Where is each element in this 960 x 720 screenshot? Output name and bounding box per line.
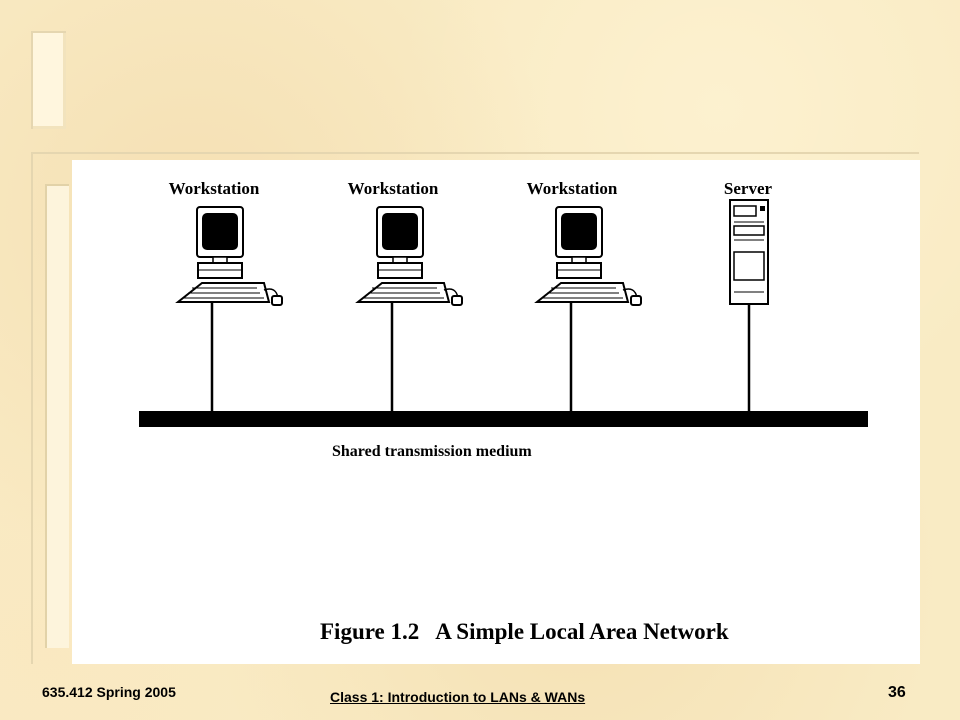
lan-diagram: Workstation Workstation Workstation Serv…	[139, 179, 868, 644]
node-label: Workstation	[169, 179, 260, 198]
workstation-icon	[356, 205, 464, 417]
course-label: 635.412 Spring 2005	[42, 684, 176, 700]
server-icon	[729, 199, 769, 305]
node-label: Workstation	[348, 179, 439, 198]
shared-medium-bus	[139, 411, 868, 427]
workstation-node: Workstation	[348, 179, 464, 417]
workstation-node: Workstation	[527, 179, 643, 417]
server-node: Server	[724, 179, 773, 415]
page-number: 36	[888, 684, 906, 701]
decorative-left-bar	[45, 184, 69, 648]
decorative-left-frame	[31, 152, 73, 664]
decorative-frame-line	[31, 152, 919, 154]
lan-figure: Workstation Workstation Workstation Serv…	[72, 160, 920, 664]
medium-label: Shared transmission medium	[332, 443, 532, 460]
workstation-node: Workstation	[169, 179, 284, 417]
node-label: Workstation	[527, 179, 618, 198]
workstation-icon	[176, 205, 284, 417]
workstation-icon	[535, 205, 643, 417]
node-label: Server	[724, 179, 773, 198]
decorative-top-bar	[31, 31, 66, 129]
figure-caption: Figure 1.2 A Simple Local Area Network	[320, 619, 729, 644]
slide-title: Class 1: Introduction to LANs & WANs	[330, 689, 586, 705]
